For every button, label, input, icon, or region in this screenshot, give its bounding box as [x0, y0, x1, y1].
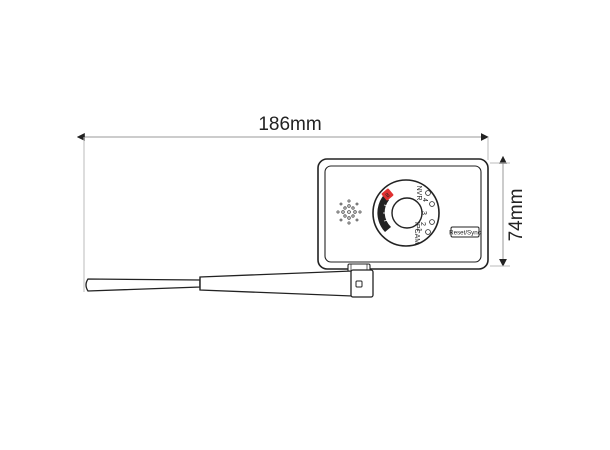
mode-number-3: 3	[420, 211, 427, 215]
mode-number-1: 1	[415, 228, 422, 232]
mode-position-3	[429, 201, 435, 207]
mode-positions: 4 3 2 1	[415, 190, 435, 235]
width-dimension: 186mm	[76, 114, 489, 292]
mode-position-4	[425, 190, 431, 196]
reset-sync-button[interactable]: Reset/Sync	[449, 226, 481, 238]
mode-number-2: 2	[419, 222, 426, 226]
mode-dial[interactable]: 8	[372, 179, 440, 247]
height-dimension: 74mm	[490, 155, 527, 267]
mode-dial-arc-ticks	[383, 204, 390, 222]
mode-labels: NVR IPCAM	[413, 186, 422, 245]
antenna-body	[199, 270, 353, 297]
width-label: 186mm	[258, 114, 321, 135]
antenna-hinge-pin	[355, 280, 363, 288]
mode-dial-dark-arc	[377, 196, 391, 232]
mode-position-2	[429, 219, 435, 225]
mode-number-4: 4	[421, 198, 428, 202]
device-body: 8 NVR IPCAM 4 3 2 1	[317, 158, 489, 273]
mode-dial-badge: 8	[385, 192, 392, 199]
height-label: 74mm	[506, 189, 527, 242]
antenna	[85, 269, 374, 298]
reset-sync-button-frame[interactable]	[450, 226, 480, 238]
mode-position-1	[425, 229, 431, 235]
mode-dial-red-marker	[381, 188, 394, 201]
led-dot-pattern	[336, 199, 362, 225]
mode-label-nvr: NVR	[415, 186, 422, 201]
mode-label-ipcam: IPCAM	[413, 222, 420, 244]
reset-sync-label: Reset/Sync	[449, 230, 481, 237]
antenna-tip	[85, 278, 201, 292]
mode-dial-knob[interactable]	[391, 197, 423, 229]
